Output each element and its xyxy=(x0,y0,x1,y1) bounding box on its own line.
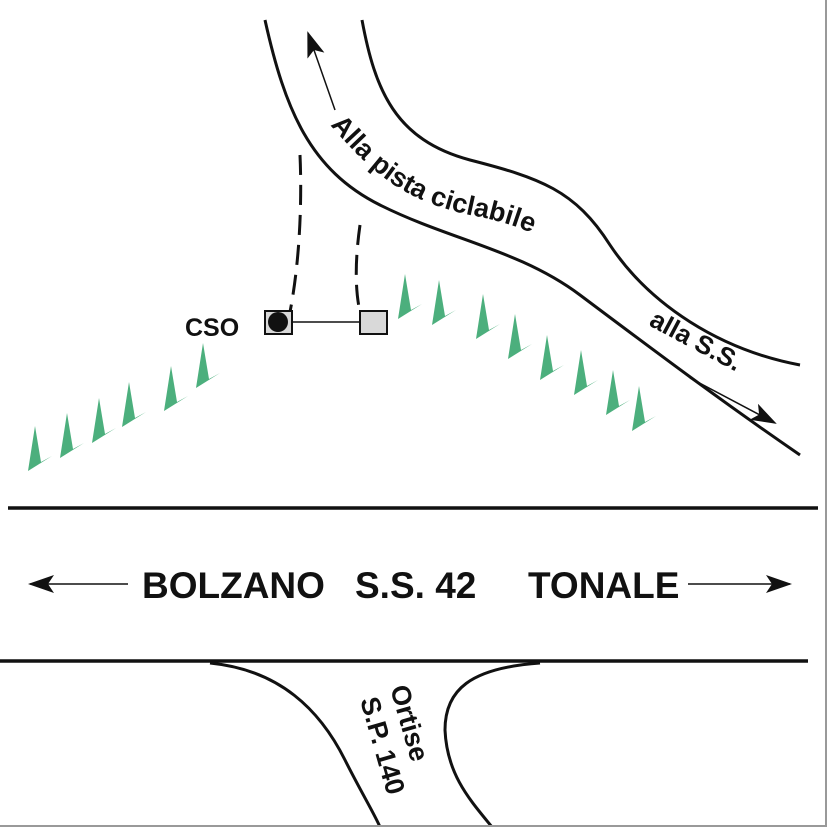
cso-dot-icon xyxy=(268,312,288,332)
tree-icon xyxy=(122,382,146,427)
tonale-label: TONALE xyxy=(528,565,679,606)
arrow-to-ss xyxy=(689,377,777,424)
tree-icon xyxy=(28,426,52,471)
tree-icon xyxy=(60,413,84,458)
tree-icon xyxy=(432,280,456,325)
cso-label: CSO xyxy=(185,314,239,342)
tree-icon xyxy=(196,343,220,388)
road-number-label: S.S. 42 xyxy=(355,565,476,606)
tree-icon xyxy=(540,335,564,380)
arrow-up-cycle xyxy=(307,31,336,111)
secondary-chamber xyxy=(359,310,388,335)
tree-icon xyxy=(92,398,116,443)
tree-row xyxy=(28,274,656,471)
cycle-path-edge-inner xyxy=(360,19,801,367)
to-ss-label: alla S.S. xyxy=(645,304,747,377)
tree-icon xyxy=(398,274,422,319)
tree-icon xyxy=(476,294,500,339)
tree-icon xyxy=(606,370,630,415)
tree-icon xyxy=(164,366,188,411)
sewer-pipe-1 xyxy=(288,154,303,313)
sewer-pipe-2 xyxy=(354,224,362,313)
side-road-edge-left xyxy=(209,661,381,825)
bolzano-label: BOLZANO xyxy=(142,565,325,606)
tree-icon xyxy=(508,314,532,359)
side-road-edge-right xyxy=(443,661,541,825)
cycle-path-edge-outer xyxy=(263,19,801,457)
cycle-path-label: Alla pista ciclabile xyxy=(326,109,541,238)
tree-icon xyxy=(632,386,656,431)
tree-icon xyxy=(574,350,598,395)
